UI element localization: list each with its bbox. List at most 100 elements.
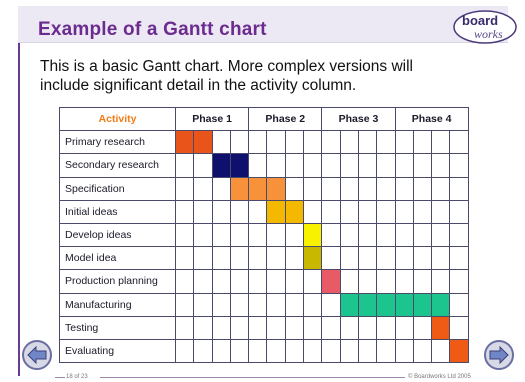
- gantt-cell: [357, 199, 378, 224]
- gantt-cell: [248, 292, 268, 317]
- activity-label: Develop ideas: [59, 222, 176, 248]
- gantt-bar-cell: [431, 292, 451, 317]
- gantt-bar-cell: [211, 153, 231, 178]
- gantt-cell: [174, 153, 195, 178]
- gantt-cell: [321, 153, 341, 178]
- gantt-cell: [266, 338, 286, 364]
- gantt-cell: [412, 315, 433, 340]
- phase-header-3: Phase 3: [321, 106, 396, 132]
- gantt-cell: [229, 199, 250, 224]
- gantt-cell: [284, 246, 305, 271]
- gantt-cell: [376, 176, 396, 201]
- gantt-cell: [174, 315, 195, 340]
- gantt-cell: [357, 246, 378, 271]
- table-row: Testing: [59, 315, 469, 340]
- gantt-cell: [248, 269, 268, 294]
- gantt-bar-cell: [431, 315, 451, 340]
- gantt-cell: [229, 292, 250, 317]
- arrow-left-icon: [27, 346, 47, 364]
- gantt-cell: [284, 338, 305, 364]
- gantt-cell: [431, 269, 451, 294]
- gantt-cell: [248, 222, 268, 248]
- activity-label: Evaluating: [59, 338, 176, 364]
- gantt-cell: [412, 338, 433, 364]
- gantt-cell: [339, 315, 359, 340]
- gantt-bar-cell: [248, 176, 268, 201]
- table-row: Specification: [59, 176, 469, 201]
- activity-label: Secondary research: [59, 153, 176, 178]
- gantt-cell: [321, 199, 341, 224]
- gantt-cell: [193, 246, 213, 271]
- activity-label: Production planning: [59, 269, 176, 294]
- gantt-cell: [248, 130, 268, 155]
- gantt-bar-cell: [357, 292, 378, 317]
- gantt-cell: [229, 222, 250, 248]
- gantt-cell: [376, 130, 396, 155]
- gantt-cell: [449, 130, 469, 155]
- gantt-bar-cell: [321, 269, 341, 294]
- gantt-cell: [394, 199, 414, 224]
- gantt-bar-cell: [193, 130, 213, 155]
- gantt-cell: [376, 338, 396, 364]
- gantt-cell: [284, 315, 305, 340]
- gantt-cell: [394, 338, 414, 364]
- gantt-cell: [412, 153, 433, 178]
- footer-rule-left: [55, 377, 65, 378]
- gantt-cell: [321, 292, 341, 317]
- gantt-cell: [412, 130, 433, 155]
- gantt-cell: [376, 199, 396, 224]
- activity-label: Model idea: [59, 246, 176, 271]
- activity-label: Manufacturing: [59, 292, 176, 317]
- gantt-cell: [174, 246, 195, 271]
- previous-slide-button[interactable]: [22, 340, 52, 370]
- gantt-cell: [431, 176, 451, 201]
- gantt-cell: [357, 222, 378, 248]
- gantt-cell: [229, 338, 250, 364]
- title-bar: Example of a Gantt chart: [18, 6, 508, 43]
- gantt-bar-cell: [229, 176, 250, 201]
- gantt-cell: [266, 246, 286, 271]
- next-slide-button[interactable]: [484, 340, 514, 370]
- gantt-cell: [248, 199, 268, 224]
- gantt-cell: [394, 130, 414, 155]
- gantt-cell: [339, 246, 359, 271]
- gantt-cell: [303, 153, 323, 178]
- gantt-cell: [357, 315, 378, 340]
- gantt-cell: [339, 269, 359, 294]
- activity-label: Primary research: [59, 130, 176, 155]
- gantt-cell: [357, 338, 378, 364]
- gantt-cell: [394, 246, 414, 271]
- gantt-cell: [303, 292, 323, 317]
- intro-line-1: This is a basic Gantt chart. More comple…: [40, 58, 413, 75]
- gantt-cell: [193, 176, 213, 201]
- gantt-bar-cell: [229, 153, 250, 178]
- gantt-cell: [284, 153, 305, 178]
- table-row: Secondary research: [59, 153, 469, 178]
- gantt-cell: [431, 222, 451, 248]
- gantt-cell: [211, 292, 231, 317]
- slide-number: 18 of 23: [66, 374, 88, 380]
- gantt-cell: [284, 292, 305, 317]
- left-rule: [18, 6, 20, 376]
- gantt-cell: [376, 315, 396, 340]
- gantt-cell: [193, 199, 213, 224]
- gantt-cell: [321, 315, 341, 340]
- gantt-cell: [412, 246, 433, 271]
- gantt-cell: [174, 199, 195, 224]
- gantt-bar-cell: [303, 222, 323, 248]
- gantt-cell: [211, 130, 231, 155]
- gantt-cell: [394, 222, 414, 248]
- gantt-cell: [339, 338, 359, 364]
- gantt-cell: [376, 269, 396, 294]
- gantt-bar-cell: [284, 199, 305, 224]
- gantt-cell: [303, 338, 323, 364]
- gantt-cell: [321, 338, 341, 364]
- table-row: Initial ideas: [59, 199, 469, 224]
- gantt-cell: [449, 153, 469, 178]
- table-row: Manufacturing: [59, 292, 469, 317]
- gantt-cell: [431, 338, 451, 364]
- gantt-cell: [211, 338, 231, 364]
- gantt-cell: [339, 153, 359, 178]
- phase-header-4: Phase 4: [394, 106, 469, 132]
